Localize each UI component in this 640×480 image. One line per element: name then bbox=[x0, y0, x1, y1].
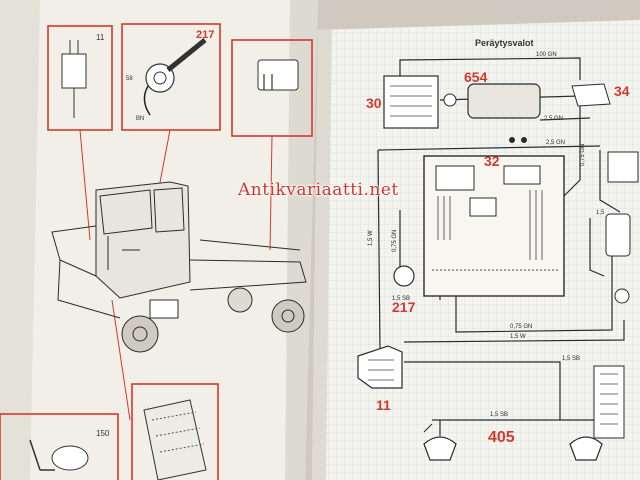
right-page-title: Peräytysvalot bbox=[475, 38, 534, 48]
label-32: 32 bbox=[484, 153, 500, 169]
connector-block bbox=[593, 365, 625, 439]
label-11: 11 bbox=[376, 397, 391, 413]
left-component-box-150: 150 bbox=[0, 413, 119, 480]
label-405: 405 bbox=[488, 429, 515, 446]
left-label-58: 58 bbox=[126, 76, 133, 82]
wire-label-1: 100 GN bbox=[536, 52, 557, 58]
left-label-217: 217 bbox=[196, 29, 214, 41]
wire-label-10: 1,5 SB bbox=[490, 412, 508, 418]
left-component-box-panel bbox=[131, 383, 219, 480]
wire-label-12: 0,75 GN bbox=[580, 144, 586, 166]
wire-label-9: 1,5 SB bbox=[562, 356, 580, 362]
left-label-150: 150 bbox=[96, 429, 110, 438]
wire-labels: 100 GN 2,5 GN 2,5 GN 1,5 W 0,75 GN 0,75 … bbox=[368, 52, 605, 418]
wire-label-4: 1,5 W bbox=[368, 230, 374, 246]
wire-label-7: 1,5 W bbox=[510, 334, 526, 340]
wire-label-3: 2,5 GN bbox=[546, 140, 565, 146]
right-page: 30 654 34 32 bbox=[312, 20, 640, 480]
component-11: 11 bbox=[357, 345, 403, 413]
truck-illustration bbox=[51, 181, 307, 353]
wire-label-8: 1,5 SB bbox=[392, 296, 410, 302]
component-30: 30 bbox=[366, 75, 439, 129]
left-label-bn: BN bbox=[136, 116, 144, 122]
label-217: 217 bbox=[392, 299, 416, 315]
left-page: 11 217 58 BN bbox=[0, 0, 318, 480]
left-label-11: 11 bbox=[96, 33, 105, 42]
component-32: 32 bbox=[423, 137, 565, 297]
fuse-block bbox=[605, 151, 639, 304]
wire-label-6: 0,75 GN bbox=[510, 324, 532, 330]
watermark: Antikvariaatti.net bbox=[238, 180, 399, 200]
wire-label-5: 0,75 GN bbox=[392, 230, 398, 252]
label-34: 34 bbox=[614, 83, 630, 99]
left-component-box-217: 217 58 BN bbox=[121, 23, 221, 131]
component-654: 654 bbox=[443, 69, 541, 119]
label-30: 30 bbox=[366, 95, 382, 111]
component-217: 217 bbox=[392, 265, 416, 315]
label-654: 654 bbox=[464, 69, 488, 85]
component-34: 34 bbox=[571, 83, 630, 107]
wire-label-2: 2,5 GN bbox=[544, 116, 563, 122]
component-405: 405 bbox=[423, 423, 607, 461]
wire-label-11: 1,5 bbox=[596, 210, 605, 216]
left-component-box-11: 11 bbox=[47, 25, 113, 131]
